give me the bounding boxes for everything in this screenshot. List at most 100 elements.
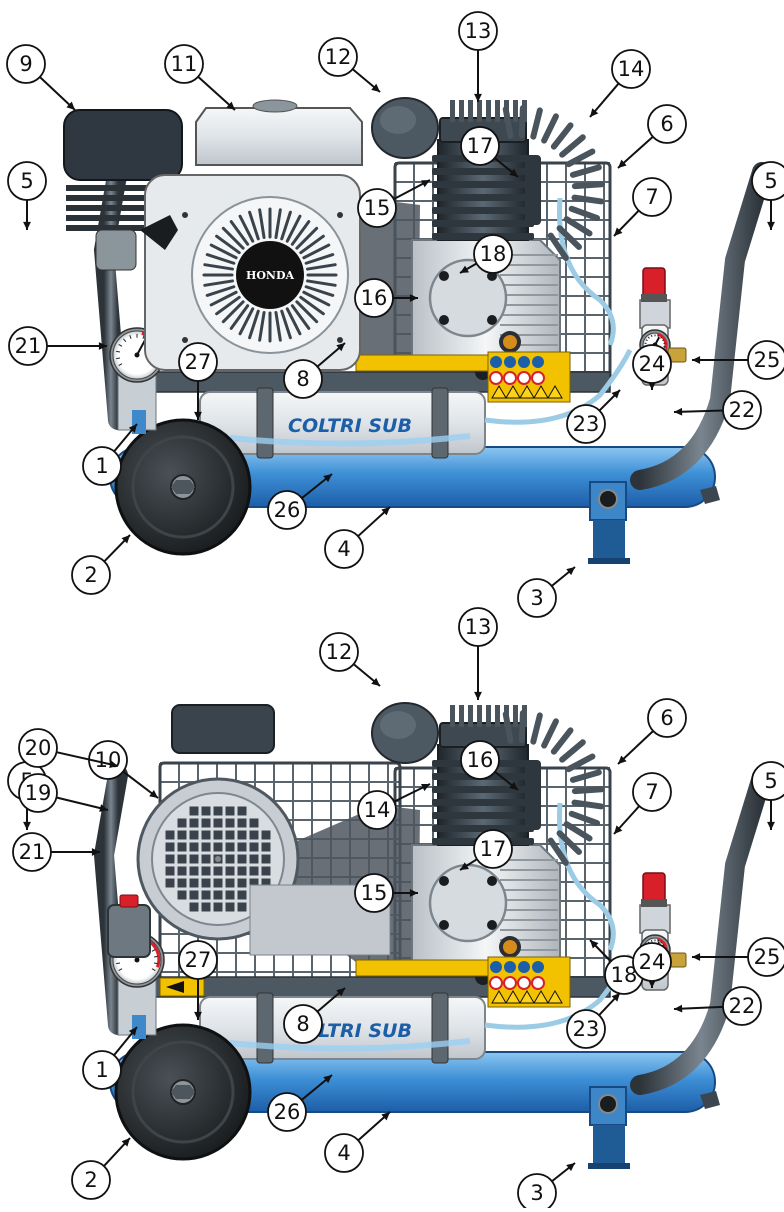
prohibition-sign-icon <box>518 977 530 989</box>
cooling-coil-fin <box>567 219 590 233</box>
warning-strip <box>356 960 488 976</box>
cooling-coil-fin <box>554 125 571 146</box>
callout-bottom-3: 3 <box>518 1163 575 1208</box>
filter-clamp <box>432 993 448 1063</box>
prohibition-sign-icon <box>532 372 544 384</box>
fan-vent-hole <box>202 843 211 852</box>
fan-vent-hole <box>262 855 271 864</box>
callout-number: 21 <box>19 840 46 864</box>
fan-vent-hole <box>190 891 199 900</box>
fan-vent-hole <box>238 819 247 828</box>
support-foot <box>593 1125 625 1167</box>
fan-vent-hole <box>190 843 199 852</box>
wheel-nut <box>171 1085 195 1099</box>
head-fin <box>504 705 509 727</box>
callout-top-3: 3 <box>518 567 575 617</box>
cooling-coil-fin <box>533 110 540 136</box>
fan-vent-hole <box>202 867 211 876</box>
cylinder-fin <box>432 181 534 188</box>
cooling-coil-fin <box>554 730 571 751</box>
prohibition-sign-icon <box>518 372 530 384</box>
cooling-coil-fin <box>533 715 540 741</box>
callout-number: 15 <box>361 881 388 905</box>
fan-vent-hole <box>250 843 259 852</box>
fan-vent-hole <box>238 867 247 876</box>
support-foot-base <box>588 1163 630 1169</box>
fan-vent-hole <box>262 843 271 852</box>
head-fin <box>450 705 455 727</box>
callout-number: 5 <box>764 169 777 193</box>
fan-vent-hole <box>178 891 187 900</box>
wheel-nut <box>171 480 195 494</box>
callout-number: 14 <box>364 798 391 822</box>
fan-vent-hole <box>250 855 259 864</box>
callout-number: 23 <box>573 412 600 436</box>
fan-vent-hole <box>214 819 223 828</box>
fan-vent-hole <box>226 855 235 864</box>
fan-vent-hole <box>238 855 247 864</box>
mandatory-sign-icon <box>490 961 502 973</box>
fan-vent-hole <box>178 843 187 852</box>
callout-arrowhead <box>692 953 700 961</box>
fan-vent-hole <box>190 867 199 876</box>
head-fin <box>522 100 527 122</box>
pressure-regulator-knob <box>643 268 665 298</box>
callout-number: 18 <box>480 242 507 266</box>
head-fin <box>513 100 518 122</box>
callout-arrowhead <box>23 822 31 830</box>
callout-number: 23 <box>573 1017 600 1041</box>
callout-number: 9 <box>19 52 32 76</box>
safety-valve <box>132 1015 146 1039</box>
callout-bottom-23: 23 <box>567 993 620 1048</box>
cylinder-fin <box>432 786 534 793</box>
callout-bottom-13: 13 <box>459 608 497 700</box>
fan-vent-hole <box>190 831 199 840</box>
fan-vent-hole <box>226 903 235 912</box>
fan-vent-hole <box>178 879 187 888</box>
callout-number: 26 <box>274 498 301 522</box>
left-handle <box>104 775 118 1025</box>
housing-screw <box>182 212 188 218</box>
mandatory-sign-icon <box>532 961 544 973</box>
fan-vent-hole <box>238 843 247 852</box>
callout-number: 2 <box>84 563 97 587</box>
callout-bottom-12: 12 <box>320 633 380 686</box>
callout-number: 11 <box>171 52 198 76</box>
callout-top-4: 4 <box>325 507 390 568</box>
callout-bottom-21: 21 <box>13 833 100 871</box>
callout-arrowhead <box>474 692 482 700</box>
housing-screw <box>182 337 188 343</box>
cover-bolt <box>439 271 449 281</box>
regulator-body <box>640 300 670 328</box>
cylinder-fin <box>432 220 534 227</box>
fan-vent-hole <box>226 807 235 816</box>
fan-vent-hole <box>202 807 211 816</box>
callout-top-14: 14 <box>590 50 650 117</box>
head-fin <box>450 100 455 122</box>
prohibition-sign-icon <box>504 372 516 384</box>
callout-number: 3 <box>530 586 543 610</box>
head-fin <box>513 705 518 727</box>
cylinder-fin <box>432 194 534 201</box>
cylinder-fin <box>432 825 534 832</box>
fan-vent-hole <box>166 879 175 888</box>
cover-bolt <box>487 315 497 325</box>
prohibition-sign-icon <box>490 372 502 384</box>
cooling-coil-fin <box>574 803 601 807</box>
cooling-coil-fin <box>574 198 601 202</box>
callout-arrowhead <box>23 222 31 230</box>
fan-vent-hole <box>238 807 247 816</box>
callout-top-21: 21 <box>9 327 107 365</box>
pressure-valve-body <box>525 760 541 830</box>
callout-number: 1 <box>95 454 108 478</box>
fan-vent-hole <box>238 879 247 888</box>
callout-number: 13 <box>465 615 492 639</box>
callout-number: 20 <box>25 736 52 760</box>
callout-top-12: 12 <box>319 38 380 92</box>
fan-vent-hole <box>226 831 235 840</box>
callout-bottom-7: 7 <box>614 773 671 834</box>
filter-clamp <box>257 993 273 1063</box>
mandatory-sign-icon <box>504 356 516 368</box>
callout-number: 14 <box>618 57 645 81</box>
callout-top-6: 6 <box>618 105 686 168</box>
